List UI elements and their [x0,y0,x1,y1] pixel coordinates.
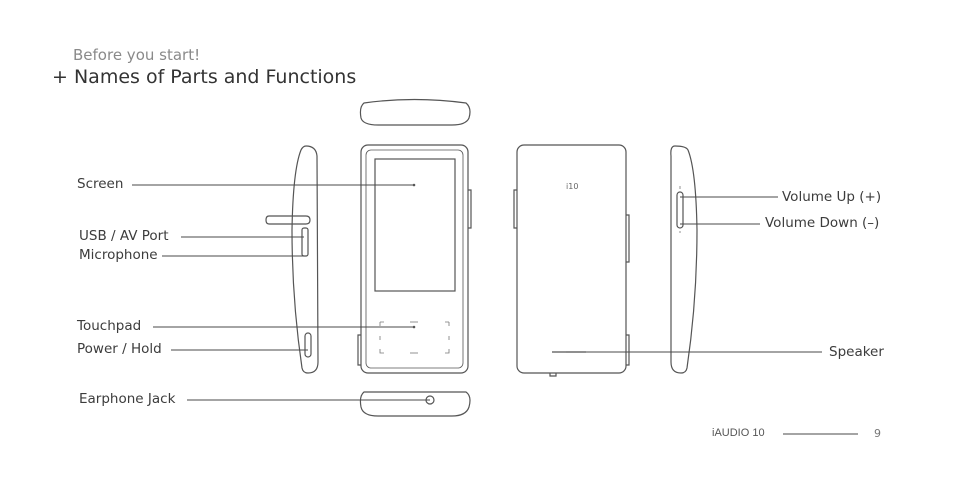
label-touchpad: Touchpad [77,318,142,334]
power-hold-switch [304,332,312,358]
label-speaker: Speaker [829,344,884,360]
back-bottom-notch [549,373,557,377]
label-screen: Screen [77,176,124,192]
touchpad-mark-tr [445,321,450,326]
device-screen [374,158,456,292]
device-front-inner-rim [365,149,464,369]
touchpad-mark-br [445,349,450,354]
section-subtitle: Before you start! [73,46,201,64]
device-bottom-view [359,391,471,417]
page-number: 9 [874,427,881,440]
back-logo: i10 [566,182,578,191]
volume-rocker [676,191,684,229]
back-side-button [513,189,517,229]
front-left-button [357,334,361,366]
leader-dot-screen [412,183,416,187]
back-right-button [626,214,630,263]
usb-av-port-shape [265,215,311,225]
front-side-button [468,189,472,229]
device-back-view [516,144,627,374]
back-right-button-lower [626,334,630,366]
device-right-side-view [670,145,698,374]
touchpad-mark-tl [379,321,384,326]
label-volume-up: Volume Up (+) [782,189,882,205]
page-title: + Names of Parts and Functions [52,66,357,88]
touchpad-mark-bl [379,349,384,354]
leader-dot-touchpad [412,325,416,329]
label-power-hold: Power / Hold [77,341,162,357]
label-microphone: Microphone [79,247,158,263]
label-earphone-jack: Earphone Jack [79,391,176,407]
label-volume-down: Volume Down (–) [765,215,880,231]
microphone-grille [301,227,309,257]
device-front-view [360,144,469,374]
footer-brand: iAUDIO 10 [712,427,765,439]
device-top-view [359,98,471,126]
device-left-side-view [291,145,319,374]
label-usb-av-port: USB / AV Port [79,228,169,244]
